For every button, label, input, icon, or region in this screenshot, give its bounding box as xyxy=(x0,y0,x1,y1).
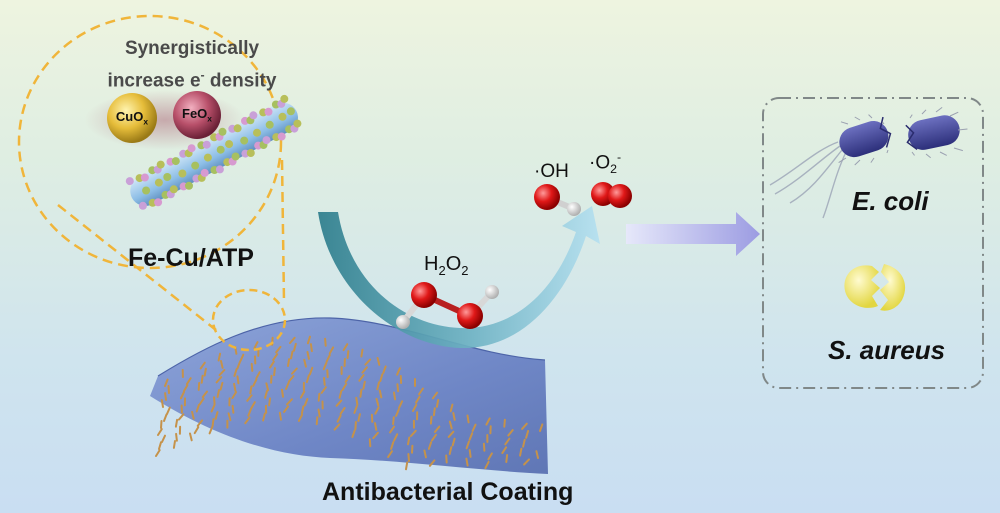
h2o2-sub-2: 2 xyxy=(461,263,469,278)
bacteria-box xyxy=(762,97,984,389)
hydroxyl-radical-icon xyxy=(534,184,581,216)
coating-fibers xyxy=(155,335,544,471)
feox-label: FeOx xyxy=(175,106,219,124)
cuox-sphere-icon xyxy=(107,93,157,143)
synergy-line-2-end: density xyxy=(204,70,277,92)
hydrogen-peroxide-molecule-icon xyxy=(396,282,499,329)
saureus-label: S. aureus xyxy=(828,335,946,365)
h2o2-sub-1: 2 xyxy=(438,263,446,278)
rod-bacterium-icon xyxy=(769,106,968,219)
superoxide-radical-icon xyxy=(591,182,632,208)
feox-label-sub: x xyxy=(207,113,212,124)
rod-nanoparticles xyxy=(125,94,302,210)
synergy-caption: Synergistically increase e- density xyxy=(92,36,292,94)
synergy-line-2-text: increase e xyxy=(107,70,201,92)
coating-sheet-icon xyxy=(150,317,548,474)
h2o2-h: H xyxy=(424,253,439,275)
synergy-line-1: Synergistically xyxy=(124,38,260,59)
catalyst-label: Fe-Cu/ATP xyxy=(128,244,254,272)
cuox-label-sub: x xyxy=(143,116,149,127)
nanorod-icon xyxy=(130,102,298,206)
ecoli-label: E. coli xyxy=(852,186,929,216)
zoom-origin-circle xyxy=(211,288,287,352)
cuox-label-main: CuO xyxy=(115,109,144,124)
superoxide-main: ·O xyxy=(589,152,611,174)
coccus-bacterium-icon xyxy=(844,264,906,311)
coating-label: Antibacterial Coating xyxy=(322,478,574,506)
reaction-arrow xyxy=(318,206,600,349)
h2o2-o: O xyxy=(445,253,462,275)
synergy-line-2: increase e- density xyxy=(92,62,292,94)
superoxide-sub: 2 xyxy=(610,162,617,177)
feox-sphere-icon xyxy=(173,91,221,139)
electron-charge-sup: - xyxy=(200,68,205,82)
cuox-label: CuOx xyxy=(110,109,154,127)
feox-label-main: FeO xyxy=(182,106,208,121)
superoxide-sup: - xyxy=(616,150,622,164)
hydroxyl-radical-label: ·OH xyxy=(534,161,569,182)
side-arrow xyxy=(626,212,760,256)
zoom-bubble xyxy=(17,14,286,331)
superoxide-label: ·O2- xyxy=(589,150,621,176)
h2o2-label: H2O2 xyxy=(424,253,468,278)
